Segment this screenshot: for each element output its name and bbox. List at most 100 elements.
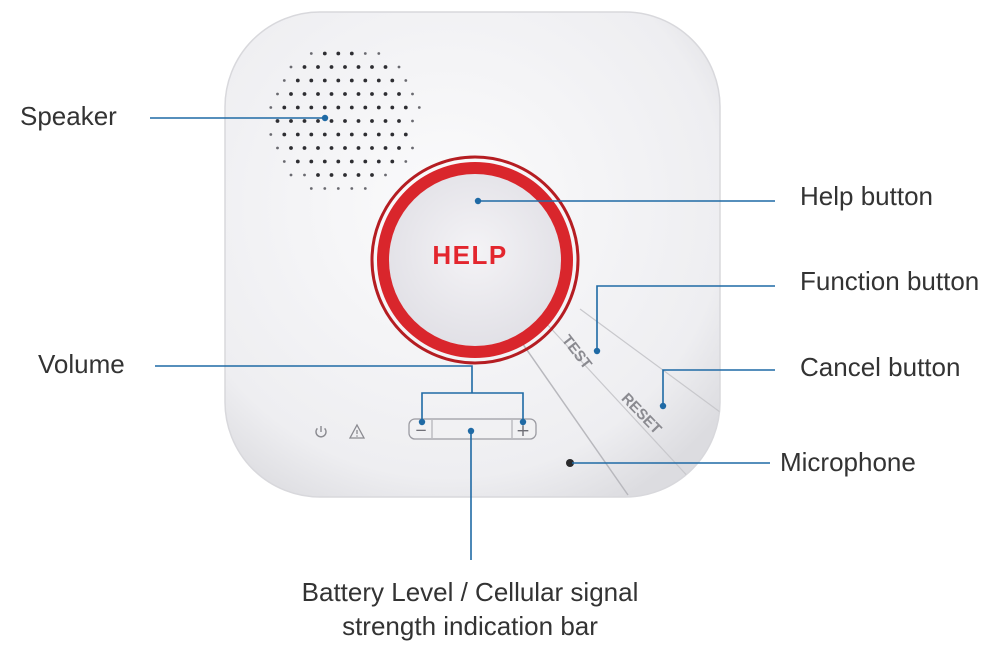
function-button-callout	[596, 285, 775, 350]
speaker-hole	[356, 92, 361, 96]
speaker-hole	[356, 146, 361, 150]
callout-dots	[321, 114, 667, 435]
speaker-hole	[363, 132, 368, 137]
speaker-hole	[377, 52, 381, 55]
speaker-hole	[349, 78, 354, 83]
help-button-label: HELP	[432, 240, 507, 270]
power-icon	[315, 426, 327, 438]
speaker-hole	[411, 119, 414, 123]
speaker-hole	[316, 92, 320, 96]
speaker-hole	[370, 119, 374, 123]
speaker-hole	[363, 187, 367, 190]
speaker-hole	[302, 119, 307, 123]
speaker-hole	[370, 92, 374, 96]
speaker-hole	[376, 159, 381, 164]
speaker-hole	[295, 78, 300, 83]
speaker-hole	[329, 173, 334, 177]
speaker-hole	[336, 159, 341, 164]
function-button-label-text: Function button	[800, 266, 980, 296]
speaker-hole	[376, 105, 381, 110]
speaker-hole	[336, 105, 341, 110]
speaker-hole	[383, 92, 388, 96]
speaker-hole	[397, 65, 401, 69]
volume-down-button[interactable]: −	[415, 421, 428, 439]
speaker-hole	[343, 146, 347, 150]
speaker-hole	[309, 132, 314, 137]
volume-label: Volume	[38, 349, 125, 379]
speaker-hole	[302, 65, 307, 69]
speaker-hole	[282, 132, 287, 137]
speaker-hole	[370, 65, 374, 69]
speaker-hole	[343, 92, 347, 96]
speaker-hole	[383, 146, 388, 150]
speaker-hole	[295, 159, 300, 164]
speaker-hole	[322, 132, 327, 137]
speaker-hole	[349, 159, 354, 164]
volume-callout	[155, 365, 473, 393]
speaker-hole	[316, 119, 320, 123]
speaker-hole	[363, 52, 367, 55]
speaker-hole	[289, 65, 293, 69]
speaker-hole	[323, 187, 327, 190]
speaker-hole	[295, 105, 300, 110]
speaker-hole	[276, 92, 279, 96]
speaker-hole	[370, 173, 374, 177]
speaker-hole	[276, 146, 279, 150]
speaker-hole	[343, 173, 347, 177]
speaker-hole	[363, 159, 368, 164]
speaker-hole	[404, 79, 408, 82]
warning-icon	[348, 423, 366, 439]
speaker-hole	[356, 173, 361, 177]
speaker-hole	[289, 92, 293, 96]
callouts	[150, 117, 775, 560]
speaker-hole	[336, 78, 341, 83]
speaker-hole	[316, 65, 320, 69]
speaker-hole	[349, 51, 354, 56]
speaker-hole	[289, 119, 293, 123]
speaker-label: Speaker	[20, 101, 117, 131]
speaker-hole	[269, 106, 273, 109]
speaker-hole	[275, 119, 280, 123]
side-button-dividers	[519, 308, 720, 496]
help-button[interactable]: HELP	[370, 155, 580, 365]
speaker-hole	[295, 132, 300, 137]
speaker-hole	[309, 52, 313, 55]
speaker-hole	[302, 92, 307, 96]
speaker-hole	[397, 119, 401, 123]
speaker-hole	[390, 105, 395, 110]
microphone-label: Microphone	[780, 447, 916, 477]
speaker-hole	[390, 159, 395, 164]
battery-label-line2: strength indication bar	[342, 611, 598, 641]
speaker-hole	[329, 119, 334, 123]
speaker-hole	[403, 132, 408, 137]
speaker-hole	[390, 78, 395, 83]
speaker-hole	[397, 146, 401, 150]
volume-up-button[interactable]: +	[516, 421, 530, 441]
volume-bracket	[421, 392, 524, 422]
speaker-hole	[349, 105, 354, 110]
speaker-hole	[404, 160, 408, 163]
speaker-hole	[383, 119, 388, 123]
speaker-hole	[322, 78, 327, 83]
speaker-hole	[363, 78, 368, 83]
speaker-hole	[336, 187, 340, 190]
speaker-hole	[309, 159, 314, 164]
speaker-hole	[289, 173, 293, 177]
speaker-hole	[356, 119, 361, 123]
speaker-hole	[411, 92, 414, 96]
speaker-hole	[390, 132, 395, 137]
speaker-hole	[383, 65, 388, 69]
speaker-hole	[289, 146, 293, 150]
speaker-hole	[269, 133, 273, 136]
speaker-hole	[376, 132, 381, 137]
speaker-hole	[384, 173, 387, 177]
speaker-hole	[397, 92, 401, 96]
speaker-hole	[370, 146, 374, 150]
speaker-hole	[343, 65, 347, 69]
cancel-button-label-text: Cancel button	[800, 352, 961, 382]
speaker-hole	[282, 105, 287, 110]
speaker-hole	[316, 146, 320, 150]
cancel-button-callout	[662, 369, 775, 405]
